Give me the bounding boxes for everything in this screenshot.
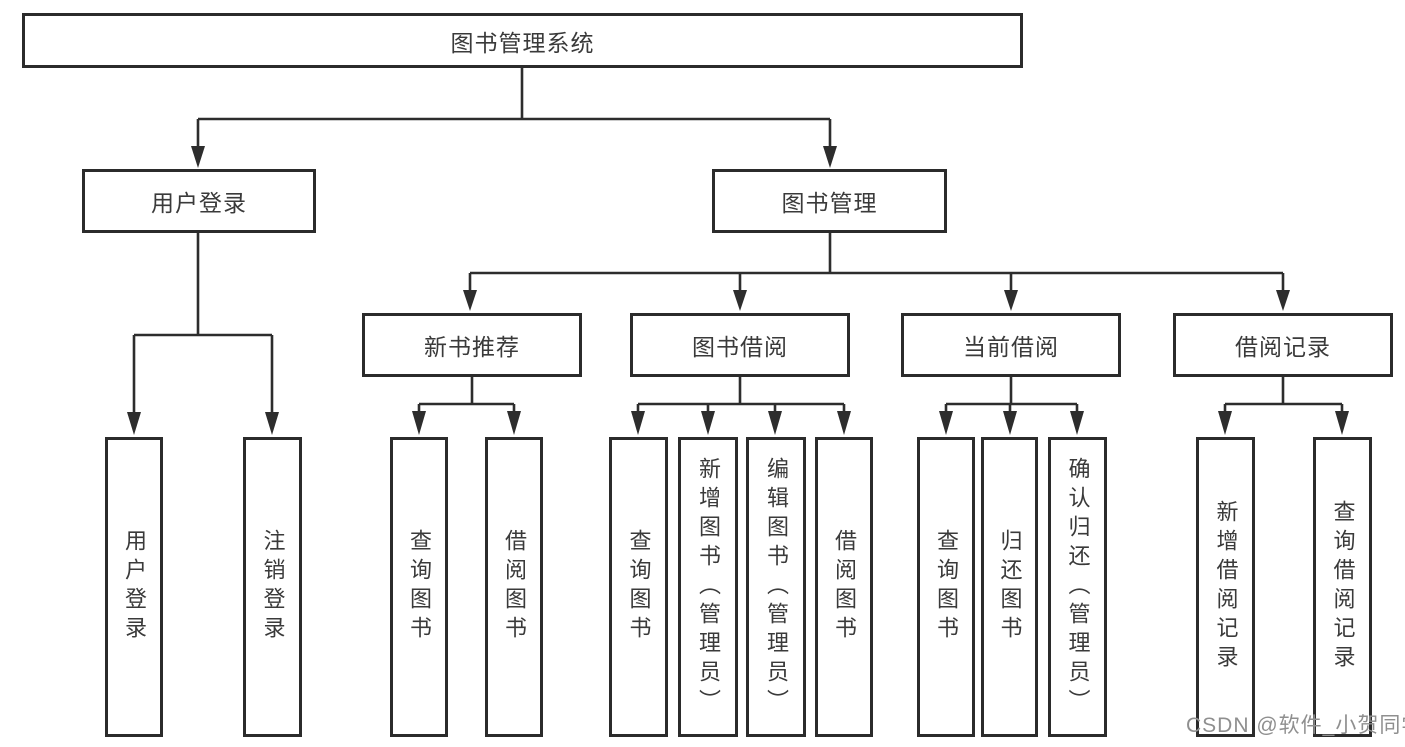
connector-book-management-children: [463, 233, 1290, 311]
node-new-book-recommend-label: 新书推荐: [424, 334, 520, 360]
connector-new-book-children: [412, 377, 521, 435]
connector-user-login-children: [127, 233, 279, 435]
leaf-borrow-books-recommend-label: 借阅图书: [502, 529, 527, 645]
leaf-query-borrow-record: 查询借阅记录: [1313, 437, 1372, 737]
leaf-query-books-borrowing-label: 查询图书: [626, 529, 652, 645]
connector-borrowing-records-children: [1218, 377, 1349, 435]
leaf-borrow-books-recommend: 借阅图书: [485, 437, 543, 737]
node-borrowing-records: 借阅记录: [1173, 313, 1393, 377]
leaf-add-borrow-record-label: 新增借阅记录: [1213, 500, 1239, 674]
leaf-borrow-books-borrowing: 借阅图书: [815, 437, 873, 737]
leaf-logout: 注销登录: [243, 437, 302, 737]
leaf-query-borrow-record-label: 查询借阅记录: [1330, 500, 1356, 674]
leaf-return-books-label: 归还图书: [997, 529, 1023, 645]
node-borrowing-records-label: 借阅记录: [1235, 334, 1331, 360]
leaf-add-book-admin: 新增图书（管理员）: [678, 437, 738, 737]
leaf-user-login-label: 用户登录: [122, 529, 147, 645]
node-new-book-recommend: 新书推荐: [362, 313, 582, 377]
node-current-borrowing: 当前借阅: [901, 313, 1121, 377]
node-book-management-label: 图书管理: [781, 190, 878, 216]
node-current-borrowing-label: 当前借阅: [963, 334, 1059, 360]
leaf-edit-book-admin-label: 编辑图书（管理员）: [764, 456, 789, 718]
leaf-logout-label: 注销登录: [260, 529, 286, 645]
connector-current-borrowing-children: [939, 377, 1084, 435]
node-user-login: 用户登录: [82, 169, 316, 233]
connector-book-borrowing-children: [631, 377, 851, 435]
leaf-query-books-current-label: 查询图书: [934, 529, 959, 645]
leaf-user-login: 用户登录: [105, 437, 163, 737]
leaf-query-books-current: 查询图书: [917, 437, 975, 737]
node-book-borrowing-label: 图书借阅: [692, 334, 788, 360]
leaf-borrow-books-borrowing-label: 借阅图书: [832, 529, 857, 645]
watermark: CSDN @软件_小贺同学: [1186, 714, 1405, 737]
connector-root-to-level2: [191, 68, 837, 168]
leaf-confirm-return-admin: 确认归还（管理员）: [1048, 437, 1107, 737]
leaf-add-book-admin-label: 新增图书（管理员）: [696, 456, 721, 718]
node-user-login-label: 用户登录: [151, 190, 247, 216]
leaf-return-books: 归还图书: [981, 437, 1038, 737]
leaf-query-books-recommend-label: 查询图书: [407, 529, 432, 645]
node-book-management: 图书管理: [712, 169, 947, 233]
node-root: 图书管理系统: [22, 13, 1023, 68]
leaf-confirm-return-admin-label: 确认归还（管理员）: [1065, 456, 1091, 718]
leaf-query-books-borrowing: 查询图书: [609, 437, 668, 737]
node-book-borrowing: 图书借阅: [630, 313, 850, 377]
leaf-query-books-recommend: 查询图书: [390, 437, 448, 737]
leaf-edit-book-admin: 编辑图书（管理员）: [746, 437, 806, 737]
leaf-add-borrow-record: 新增借阅记录: [1196, 437, 1255, 737]
node-root-label: 图书管理系统: [450, 29, 595, 56]
